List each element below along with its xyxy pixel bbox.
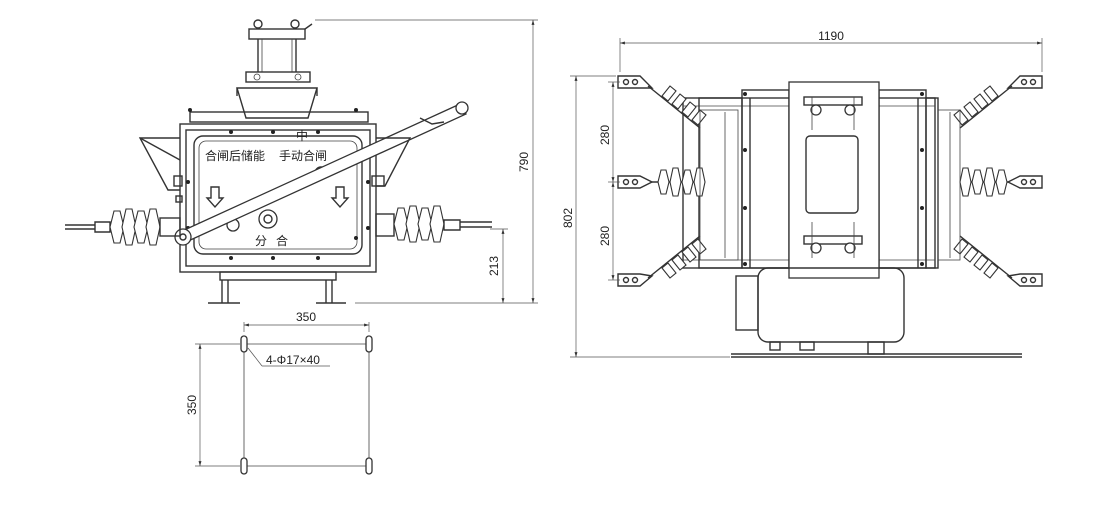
mounting-plan: 350 350 4-Φ17×40 xyxy=(185,310,373,475)
panel-label-close-after-charge: 合闸后储能 xyxy=(205,148,265,163)
bottom-bolts xyxy=(803,222,863,258)
left-insulator-middle xyxy=(617,167,706,197)
label-open: 分 xyxy=(255,234,267,248)
left-insulator-lower xyxy=(617,235,707,287)
top-bolts xyxy=(803,96,863,130)
panel-top-mark: 中 xyxy=(296,128,308,143)
base-frame xyxy=(208,271,346,304)
arrow-down-left-icon xyxy=(205,186,225,209)
dimension-1190: 1190 xyxy=(619,29,1043,72)
breaker-body: 合闸后储能 手动合闸 中 分 合 xyxy=(173,101,469,273)
right-insulator xyxy=(375,205,492,243)
right-insulator-middle xyxy=(959,167,1043,197)
hole-spec-note: 4-Φ17×40 xyxy=(266,353,320,367)
front-view: 合闸后储能 手动合闸 中 分 合 xyxy=(65,19,538,304)
label-close: 合 xyxy=(276,233,288,248)
dimension-790: 790 xyxy=(315,19,538,304)
side-struts xyxy=(138,137,412,191)
dim-plan-height: 350 xyxy=(185,395,199,415)
panel-label-manual-close: 手动合闸 xyxy=(279,148,327,163)
top-mount-bracket xyxy=(236,19,318,119)
dimension-802: 802 xyxy=(561,75,730,358)
dim-width-total: 1190 xyxy=(818,29,844,43)
dim-height-total: 790 xyxy=(517,152,531,172)
arrow-down-right-icon xyxy=(330,186,350,209)
dimension-280-pair: 280 280 xyxy=(598,81,620,281)
left-insulator xyxy=(65,208,181,246)
dim-pitch-lower: 280 xyxy=(598,226,612,246)
dim-plan-width: 350 xyxy=(296,310,316,324)
right-insulator-upper xyxy=(953,75,1043,129)
left-insulator-upper xyxy=(617,75,707,129)
dim-height-total-side: 802 xyxy=(561,208,575,228)
dim-height-base: 213 xyxy=(487,256,501,276)
right-insulator-lower xyxy=(953,235,1043,287)
dim-pitch-upper: 280 xyxy=(598,125,612,145)
dimension-213: 213 xyxy=(487,228,508,303)
side-view: 1190 802 280 280 xyxy=(561,29,1043,358)
